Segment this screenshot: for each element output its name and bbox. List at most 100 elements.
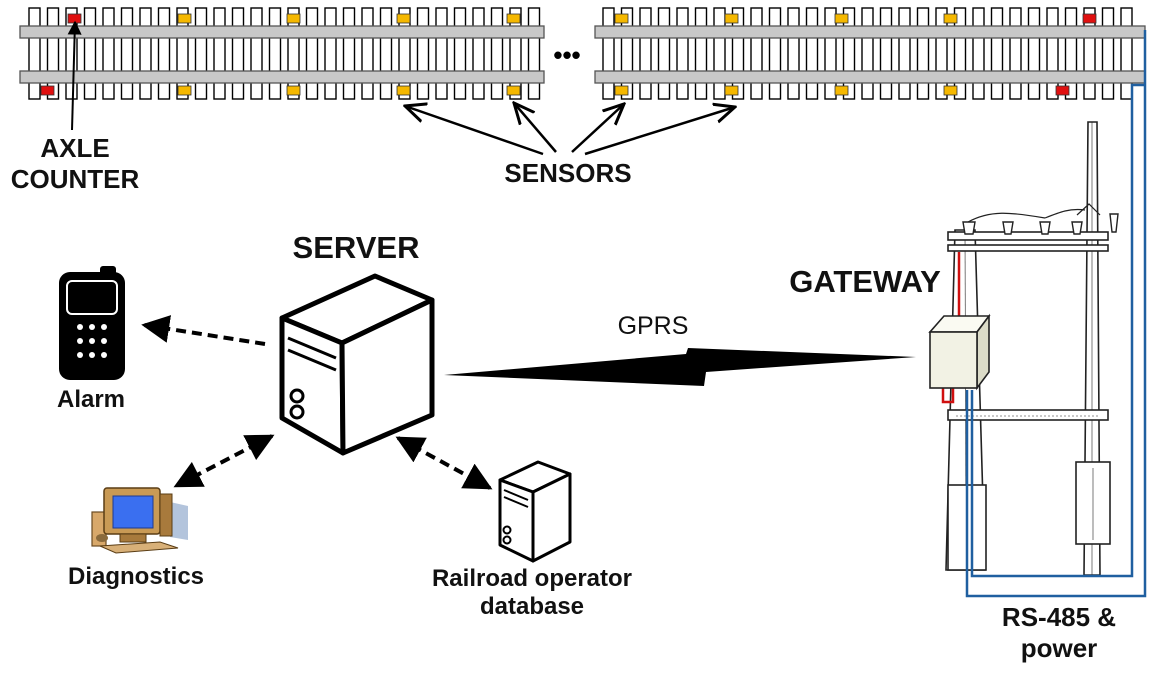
sensor-pointer-3 (571, 104, 624, 153)
axle-counter-sensor (1082, 13, 1097, 24)
rs485-power-label: RS-485 & power (986, 602, 1132, 663)
alarm-label: Alarm (56, 386, 126, 413)
track-sensor (614, 85, 629, 96)
track-sensor (614, 13, 629, 24)
sleeper (1083, 7, 1096, 100)
track-sensor (724, 13, 739, 24)
sleeper (83, 7, 97, 100)
track-sensor (834, 85, 849, 96)
sleeper (65, 7, 78, 100)
track-sensor (506, 13, 521, 24)
sleeper (731, 7, 745, 100)
sleeper (509, 7, 522, 100)
gprs-label: GPRS (617, 312, 689, 340)
rail-top-left (19, 25, 545, 39)
sleeper (916, 7, 930, 100)
rail-top-right (594, 25, 1146, 39)
diagnostics-label: Diagnostics (67, 563, 205, 590)
sensor-pointer-2 (514, 103, 557, 153)
sleeper (379, 7, 393, 100)
axle-counter-sensor (40, 85, 55, 96)
sleeper (213, 7, 226, 100)
sleeper (787, 7, 800, 100)
sensor-blocks (40, 13, 1097, 96)
track-sensor (943, 13, 958, 24)
sleeper (842, 7, 856, 100)
sleeper (416, 7, 430, 100)
server-icon (279, 273, 435, 456)
track-sensor (286, 13, 301, 24)
track-sensor (834, 13, 849, 24)
sleeper (972, 7, 985, 100)
sleeper (824, 7, 837, 100)
rail-bottom-right (594, 70, 1146, 84)
sleeper (768, 7, 782, 100)
track-gap-ellipsis: ••• (553, 40, 580, 70)
railroad-database-label-line2: database (479, 593, 585, 621)
sleeper (194, 7, 208, 100)
sensors-label: SENSORS (504, 158, 632, 188)
track-sensor (506, 85, 521, 96)
sleeper (268, 7, 282, 100)
mobile-phone-icon (59, 266, 125, 380)
sensor-pointer-1 (405, 106, 544, 156)
gateway-box (928, 313, 991, 391)
sleeper (713, 7, 726, 100)
sleeper (1120, 7, 1133, 100)
track-sensor (177, 85, 192, 96)
connection-arrows (141, 315, 493, 490)
sleepers-left (28, 7, 541, 100)
axle-counter-label: AXLE COUNTER (2, 133, 148, 194)
track-sensor (286, 85, 301, 96)
axle-counter-label-line2: COUNTER (10, 163, 140, 194)
sleeper (1064, 7, 1078, 100)
sleeper (120, 7, 134, 100)
railroad-database-label-line1: Railroad operator (431, 565, 633, 592)
database-server-icon (498, 460, 572, 563)
track-sensor (396, 85, 411, 96)
sleeper (953, 7, 967, 100)
sleeper (287, 7, 300, 100)
sleeper (879, 7, 893, 100)
sleeper (398, 7, 411, 100)
utility-pole (945, 121, 1119, 576)
rs485-power-label-line1: RS-485 & (1001, 602, 1117, 632)
sensor-pointers (405, 103, 735, 156)
rail-bottom-left (19, 70, 545, 84)
axle-counter-sensor (1055, 85, 1070, 96)
track-sensor (396, 13, 411, 24)
sleeper (102, 7, 115, 100)
sleeper (898, 7, 911, 100)
sleeper (805, 7, 819, 100)
track-sensor (724, 85, 739, 96)
sleeper (1046, 7, 1059, 100)
sleeper (342, 7, 356, 100)
sleeper (250, 7, 263, 100)
sleeper (1027, 7, 1041, 100)
sleeper (935, 7, 948, 100)
server-diagnostics-arrow (173, 434, 275, 488)
sleeper (602, 7, 615, 100)
sleeper (176, 7, 189, 100)
railroad-database-label: Railroad operator database (400, 565, 664, 622)
sleeper (157, 7, 171, 100)
axle-counter-label-line1: AXLE (40, 133, 110, 163)
sleeper (990, 7, 1004, 100)
sleeper (490, 7, 504, 100)
sleeper (639, 7, 652, 100)
railway-track: ••• (19, 7, 1146, 100)
sleeper (676, 7, 689, 100)
sleeper (139, 7, 152, 100)
sleeper (28, 7, 41, 100)
sleeper (657, 7, 671, 100)
gateway-label: GATEWAY (789, 264, 941, 299)
sleeper (472, 7, 485, 100)
server-label: SERVER (292, 230, 420, 265)
sleeper (435, 7, 448, 100)
sleeper (527, 7, 541, 100)
rs485-power-cable (965, 30, 1147, 598)
sleeper (231, 7, 245, 100)
axle-counter-pointer (67, 20, 82, 131)
